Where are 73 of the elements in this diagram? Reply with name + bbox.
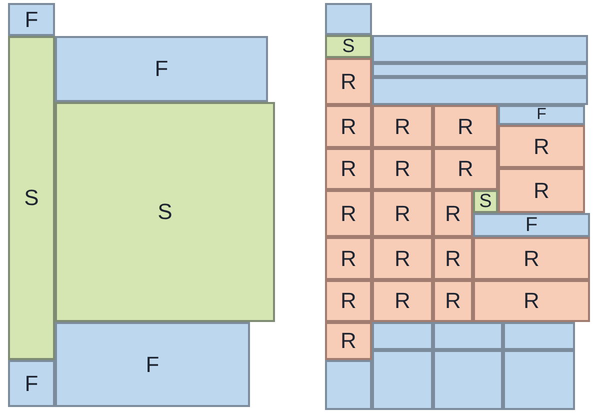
block [325,58,372,105]
block [473,213,590,237]
block-letter: R [445,202,461,224]
block [433,190,473,237]
block [372,105,433,148]
block-letter: S [479,192,492,211]
block [325,35,372,58]
block-letter: R [394,158,410,180]
block [433,105,498,148]
block [325,237,372,280]
block [372,148,433,190]
block [372,322,433,350]
block [433,322,503,350]
block [55,322,250,407]
block [8,360,55,407]
block-letter: F [24,372,38,394]
block-letter: R [534,136,550,158]
block [372,237,433,280]
block-letter: R [534,180,550,202]
block-letter: F [146,354,160,376]
block-letter: R [340,290,356,312]
block-letter: R [340,248,356,270]
block-letter: R [445,248,461,270]
block [325,3,372,35]
block [325,360,372,410]
block [325,190,372,237]
block-letter: R [394,290,410,312]
block [473,190,498,213]
block [372,350,433,410]
block-letter: R [524,290,540,312]
block [325,105,372,148]
block [473,280,590,322]
block [372,77,588,105]
block-letter: R [524,248,540,270]
block-letter: R [394,116,410,138]
block [372,35,588,63]
block [325,322,372,360]
block [372,280,433,322]
block [503,322,575,350]
block [433,237,473,280]
block [8,36,55,360]
block [498,125,585,168]
block-letter: R [340,158,356,180]
block-letter: R [340,70,356,92]
block-letter: R [458,116,474,138]
block-letter: R [340,202,356,224]
block-letter: R [340,116,356,138]
block [433,350,503,410]
block [473,237,590,280]
block [498,105,585,125]
block [433,280,473,322]
block-letter: F [525,215,538,235]
block [503,350,575,410]
block-letter: R [394,248,410,270]
block-letter: F [536,107,546,123]
block-letter: F [154,58,168,80]
block [433,148,498,190]
block-letter: R [394,202,410,224]
block-letter: S [342,37,355,56]
block-letter: R [340,330,356,352]
block [498,168,585,213]
block [55,102,275,322]
block [372,190,433,237]
block-letter: S [24,187,39,209]
block [8,3,55,36]
block [325,148,372,190]
block [325,280,372,322]
block [55,36,268,102]
block-letter: F [24,8,38,30]
block [372,63,588,77]
block-letter: R [458,158,474,180]
block-letter: R [445,290,461,312]
block-letter: S [158,201,172,223]
